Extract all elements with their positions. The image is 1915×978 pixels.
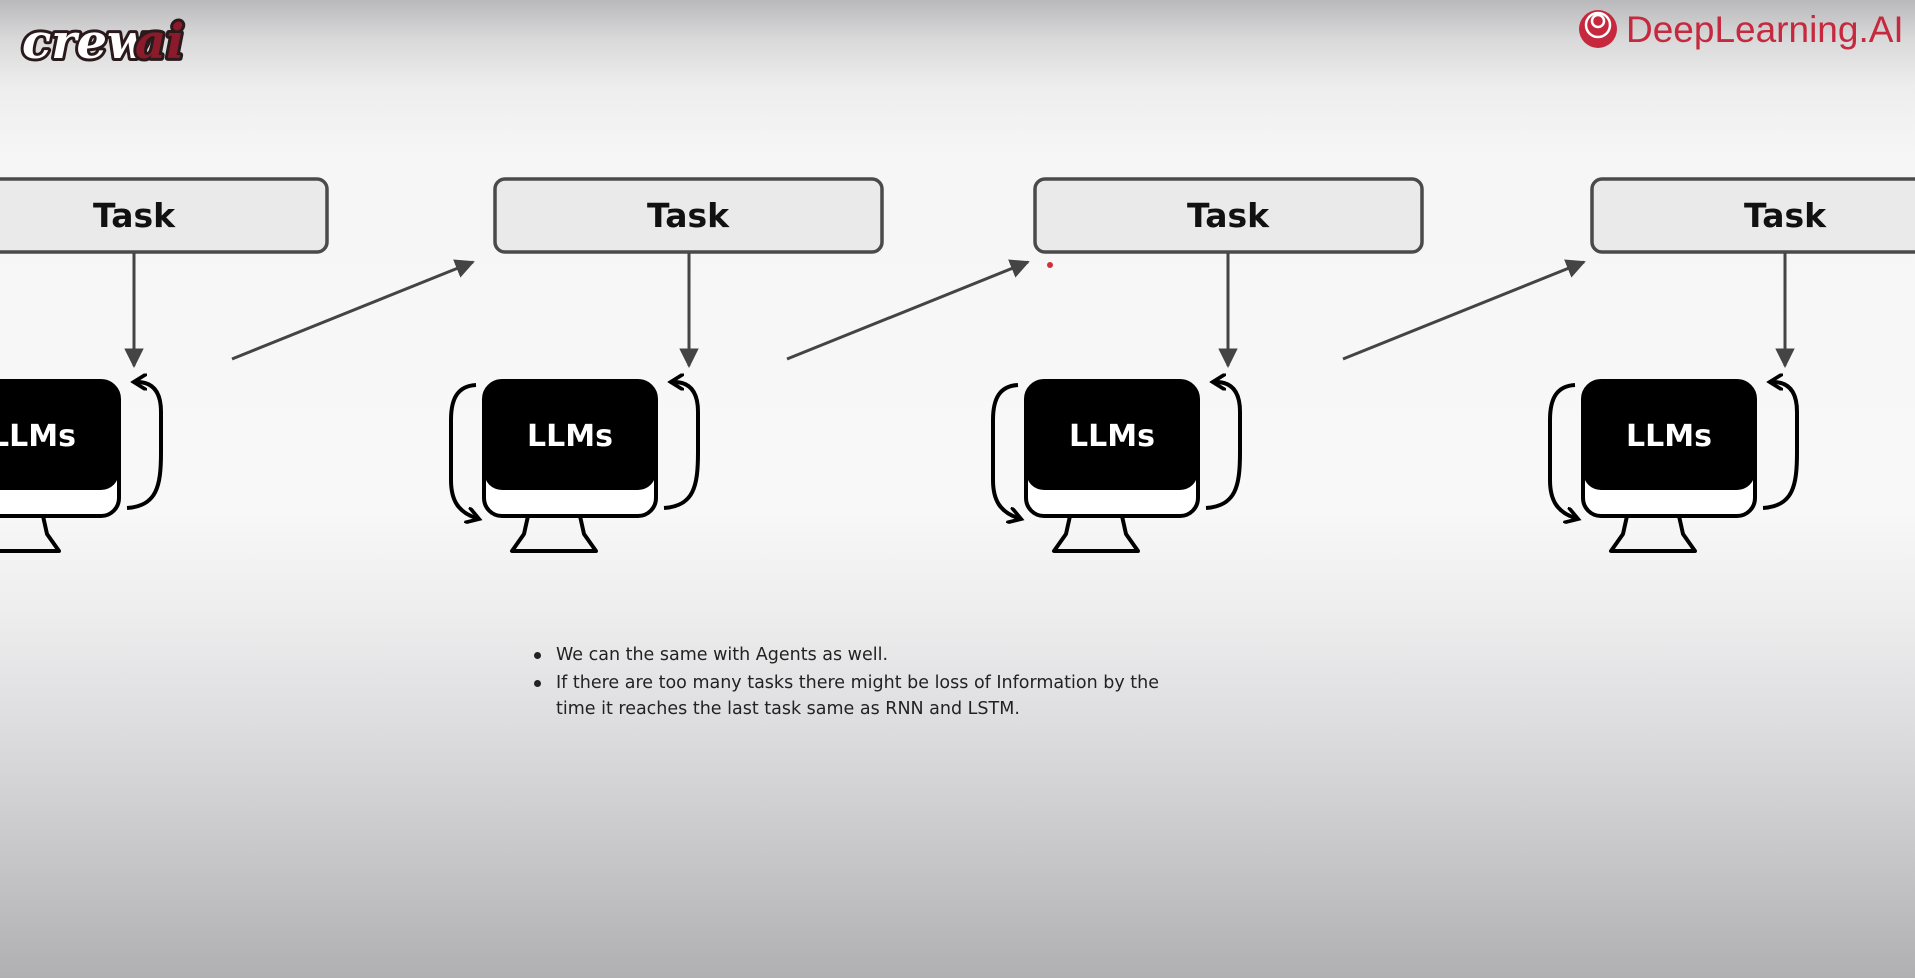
task-label: Task (1744, 196, 1827, 235)
llm-label: LLMs (1626, 419, 1712, 454)
task-label: Task (93, 196, 176, 235)
task-box-2: Task (493, 177, 884, 254)
task-box-3: Task (1033, 177, 1424, 254)
crewai-logo-word-a: crew (22, 14, 150, 70)
task-label: Task (1187, 196, 1270, 235)
deeplearning-ai-icon (1579, 10, 1617, 48)
crewai-logo: crew crew ai ai (19, 11, 187, 73)
llm-label: LLMs (527, 419, 613, 454)
diagonal-arrow-3 (1342, 259, 1586, 361)
llm-monitor-4: LLMs (1548, 381, 1799, 553)
crewai-logo-word-a-fill: crew (22, 14, 150, 70)
llm-label: LLMs (0, 419, 76, 454)
note-item: If there are too many tasks there might … (534, 670, 1174, 722)
notes-list: We can the same with Agents as well. If … (534, 642, 1174, 724)
llm-label: LLMs (1069, 419, 1155, 454)
task-label: Task (647, 196, 730, 235)
note-item: We can the same with Agents as well. (534, 642, 1174, 668)
llm-monitor-3: LLMs (991, 381, 1242, 553)
crewai-logo-word-b: ai (135, 14, 184, 70)
llm-monitor-1: LLMs (0, 381, 163, 553)
llm-monitor-2: LLMs (449, 381, 700, 553)
diagonal-arrow-2 (786, 259, 1030, 361)
task-box-4: Task (1590, 177, 1915, 254)
deeplearning-ai-wordmark: DeepLearning.AI (1626, 9, 1904, 50)
diagonal-arrow-1 (231, 259, 475, 361)
deeplearning-ai-logo: DeepLearning.AI (1579, 9, 1904, 50)
task-box-1: Task (0, 177, 329, 254)
pointer-dot (1047, 262, 1053, 268)
crewai-logo-word-b-fill: ai (135, 14, 184, 70)
